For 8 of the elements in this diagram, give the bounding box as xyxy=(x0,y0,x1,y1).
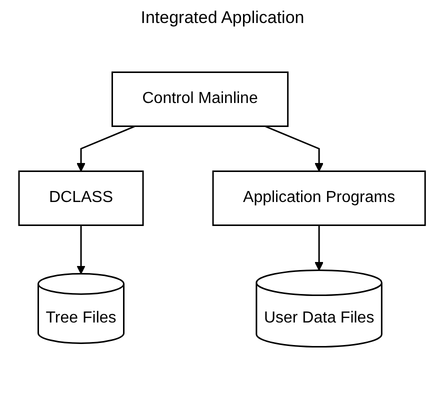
diagram-title: Integrated Application xyxy=(140,8,306,28)
arrow xyxy=(315,225,324,271)
arrow xyxy=(265,126,324,172)
arrow xyxy=(77,225,86,274)
arrow xyxy=(77,126,136,172)
node-box: Application Programs xyxy=(212,170,426,226)
node-box: Control Mainline xyxy=(112,71,290,127)
node-box: DCLASS xyxy=(18,170,144,226)
